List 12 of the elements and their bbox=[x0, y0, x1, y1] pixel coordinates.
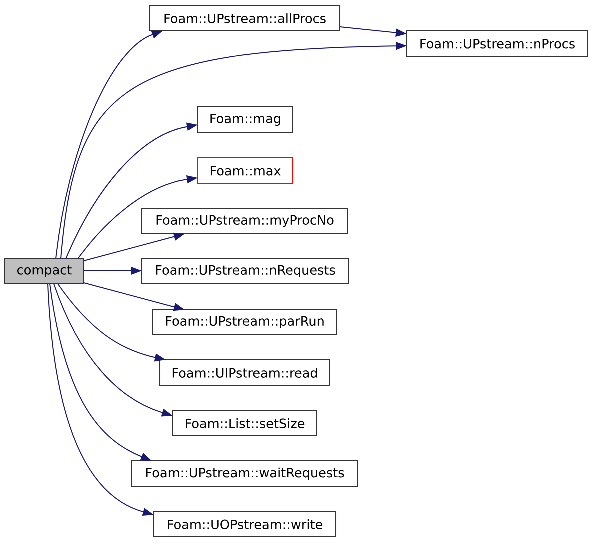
function-box: Foam::List::setSize bbox=[172, 410, 318, 436]
function-box: Foam::UPstream::allProcs bbox=[150, 6, 340, 32]
function-box: Foam::UPstream::nProcs bbox=[406, 30, 588, 58]
function-box: Foam::UPstream::waitRequests bbox=[132, 460, 358, 488]
function-box: Foam::max bbox=[198, 158, 294, 184]
function-box: compact bbox=[4, 258, 84, 284]
function-box: Foam::UPstream::parRun bbox=[152, 310, 338, 336]
function-box: Foam::UPstream::nRequests bbox=[142, 258, 350, 284]
function-box: Foam::UOPstream::write bbox=[154, 512, 336, 538]
function-box: Foam::UIPstream::read bbox=[160, 360, 330, 386]
function-box: Foam::mag bbox=[198, 106, 294, 134]
function-box: Foam::UPstream::myProcNo bbox=[142, 208, 348, 234]
